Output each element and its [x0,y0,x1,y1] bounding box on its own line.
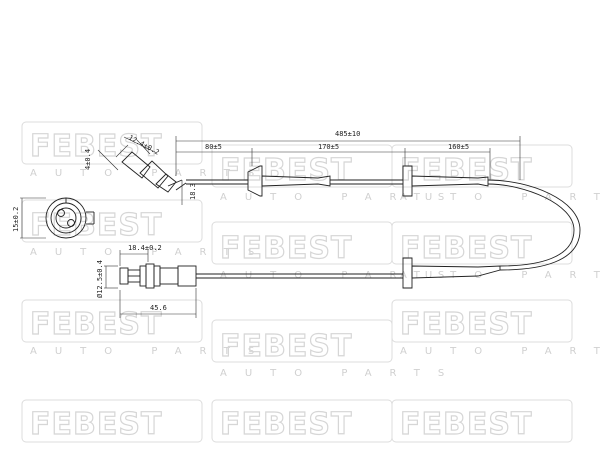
sensor-head [97,136,187,205]
svg-text:FEBEST: FEBEST [400,407,532,442]
dim-grommet-spacing: 170±5 [318,143,339,151]
watermark-logo-10: FEBEST [21,399,203,443]
svg-text:AUTO PARTS: AUTO PARTS [220,368,462,379]
svg-text:FEBEST: FEBEST [400,153,532,188]
watermark-logo-9: FEBEST AUTO PARTS [391,299,600,357]
svg-text:FEBEST: FEBEST [220,407,352,442]
svg-text:FEBEST: FEBEST [400,307,532,342]
dim-sensor-offset: 18.3 [189,183,197,200]
dimension-lines-top [175,136,521,180]
svg-text:AUTO PARTS: AUTO PARTS [30,168,272,179]
dim-connector-diameter: 15±0.2 [12,207,20,232]
watermark-logo-12: FEBEST [391,399,573,443]
cable-lower [196,257,501,289]
svg-text:AUTO PARTS: AUTO PARTS [400,270,600,281]
connector-front-view [20,197,95,239]
watermark-logo-7: FEBEST AUTO PARTS [21,299,272,357]
svg-text:FEBEST: FEBEST [30,407,162,442]
connector-side-view [104,250,197,318]
watermark-logo-3: FEBEST AUTO PARTS [21,199,272,258]
svg-text:FEBEST: FEBEST [220,329,352,364]
svg-text:AUTO PARTS: AUTO PARTS [30,247,272,258]
svg-text:AUTO PARTS: AUTO PARTS [400,192,600,203]
svg-text:FEBEST: FEBEST [220,153,352,188]
dim-last-segment: 160±5 [448,143,469,151]
svg-text:FEBEST: FEBEST [30,307,162,342]
watermark-group: FEBEST AUTO PARTS FEBEST AUTO PARTS FEBE… [21,121,600,443]
svg-text:AUTO PARTS: AUTO PARTS [400,346,600,357]
dim-connector-length: 18.4±0.2 [128,244,162,252]
svg-text:FEBEST: FEBEST [30,208,162,243]
svg-text:AUTO PARTS: AUTO PARTS [220,270,462,281]
dim-pin-diameter: Ø12.5±0.4 [96,260,104,298]
watermark-logo-8: FEBEST AUTO PARTS [211,319,462,379]
dim-first-segment: 80±5 [205,143,222,151]
cable-upper [186,165,581,271]
svg-text:AUTO PARTS: AUTO PARTS [30,346,272,357]
watermark-logo-5: FEBEST AUTO PARTS [391,221,600,281]
svg-text:FEBEST: FEBEST [400,231,532,266]
dim-tab-height: 4±0.4 [84,149,92,170]
svg-text:AUTO PARTS: AUTO PARTS [220,192,462,203]
watermark-logo-6: FEBEST AUTO PARTS [391,144,600,203]
dim-connector-overall: 45.6 [150,304,167,312]
watermark-logo-4: FEBEST AUTO PARTS [211,221,462,281]
svg-text:FEBEST: FEBEST [220,231,352,266]
dim-total-length: 485±10 [335,130,360,138]
watermark-logo-11: FEBEST [211,399,393,443]
